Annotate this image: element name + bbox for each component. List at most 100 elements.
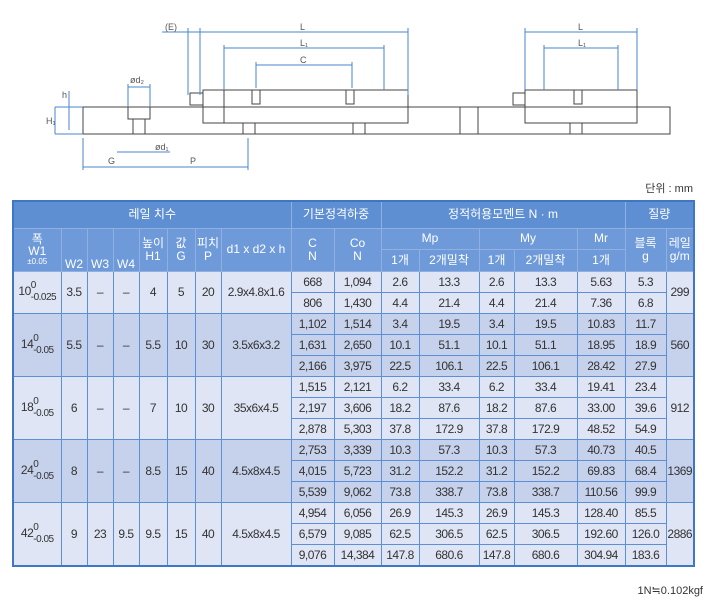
cell-mp-one: 26.9 xyxy=(380,501,420,524)
label-p: P xyxy=(190,156,196,166)
cell-w2: 5.5 xyxy=(60,312,88,377)
header-mass: 질량 xyxy=(624,200,695,229)
cell-block: 6.8 xyxy=(624,291,667,314)
cell-h1: 5.5 xyxy=(138,312,168,377)
label-c: C xyxy=(300,55,307,65)
cell-c: 1,102 xyxy=(290,312,335,335)
cell-w3: – xyxy=(86,375,114,440)
cell-my-two: 51.1 xyxy=(513,333,578,356)
cell-co: 3,606 xyxy=(333,396,382,419)
cell-h1: 7 xyxy=(138,375,168,440)
tol-upper: 0 xyxy=(33,395,39,407)
cell-rail-mass: 912 xyxy=(665,375,695,440)
cell-mp-two: 21.4 xyxy=(418,291,480,314)
cell-w2: 8 xyxy=(60,438,88,503)
cell-my-two: 680.6 xyxy=(513,543,578,566)
cell-my-two: 21.4 xyxy=(513,291,578,314)
cell-g: 15 xyxy=(166,438,196,503)
cell-w3: 23 xyxy=(86,501,114,566)
label-g: G xyxy=(108,156,115,166)
cell-w3: – xyxy=(86,438,114,503)
cell-co: 5,303 xyxy=(333,417,382,440)
tol-upper: 0 xyxy=(30,280,37,291)
cell-g: 10 xyxy=(166,375,196,440)
cell-g: 5 xyxy=(166,270,196,314)
cell-my-two: 338.7 xyxy=(513,480,578,503)
cell-my-one: 2.6 xyxy=(478,270,515,293)
cell-w4: – xyxy=(112,312,140,377)
cell-block: 39.6 xyxy=(624,396,667,419)
cell-my-two: 33.4 xyxy=(513,375,578,398)
cell-c: 2,197 xyxy=(290,396,335,419)
cell-mp-one: 31.2 xyxy=(380,459,420,482)
cell-p: 40 xyxy=(194,438,222,503)
cell-mp-one: 62.5 xyxy=(380,522,420,545)
cell-my-two: 145.3 xyxy=(513,501,578,524)
linear-guide-diagram: (E) L L₁ C ød₂ h H₁ ød₁ G P L L₁ xyxy=(46,22,671,170)
cell-mp-one: 73.8 xyxy=(380,480,420,503)
cell-p: 40 xyxy=(194,501,222,566)
tol-lower: -0.05 xyxy=(33,470,54,482)
cell-block: 11.7 xyxy=(624,312,667,335)
w1-value: 14 xyxy=(20,336,34,351)
cell-mr-one: 110.56 xyxy=(576,480,626,503)
cell-dxdxh: 3.5x6x3.2 xyxy=(220,312,292,377)
label-l1: L₁ xyxy=(300,38,308,48)
cell-mr-one: 19.41 xyxy=(576,375,626,398)
cell-co: 2,650 xyxy=(333,333,382,356)
cell-mp-two: 306.5 xyxy=(418,522,480,545)
cell-h1: 8.5 xyxy=(138,438,168,503)
cell-p: 20 xyxy=(194,270,222,314)
cell-co: 3,975 xyxy=(333,354,382,377)
cell-mp-one: 10.1 xyxy=(380,333,420,356)
cell-mr-one: 192.60 xyxy=(576,522,626,545)
cell-c: 5,539 xyxy=(290,480,335,503)
cell-co: 14,384 xyxy=(333,543,382,566)
header-rail-dim: 레일 치수 xyxy=(12,200,292,229)
cell-my-one: 26.9 xyxy=(478,501,515,524)
label-e: (E) xyxy=(165,22,177,32)
tol-upper: 0 xyxy=(33,332,39,344)
cell-mr-one: 18.95 xyxy=(576,333,626,356)
header-static-moment: 정적허용모멘트 N · m xyxy=(380,200,626,229)
header-basic-load: 기본정격하중 xyxy=(290,200,382,229)
cell-block: 54.9 xyxy=(624,417,667,440)
cell-mr-one: 48.52 xyxy=(576,417,626,440)
cell-co: 1,094 xyxy=(333,270,382,293)
cell-my-two: 87.6 xyxy=(513,396,578,419)
cell-mp-two: 172.9 xyxy=(418,417,480,440)
cell-block: 99.9 xyxy=(624,480,667,503)
cell-my-two: 152.2 xyxy=(513,459,578,482)
cell-co: 6,056 xyxy=(333,501,382,524)
cell-rail-mass: 299 xyxy=(665,270,695,314)
cell-my-one: 147.8 xyxy=(478,543,515,566)
cell-w4: – xyxy=(112,375,140,440)
cell-mp-two: 680.6 xyxy=(418,543,480,566)
unit-label: 단위 : mm xyxy=(645,183,693,195)
cell-mp-one: 6.2 xyxy=(380,375,420,398)
w1-value: 10 xyxy=(18,284,31,299)
label-l-right: L xyxy=(578,22,583,32)
cell-my-one: 62.5 xyxy=(478,522,515,545)
label-h1: H₁ xyxy=(46,116,56,126)
cell-h1: 9.5 xyxy=(138,501,168,566)
w1-value: 42 xyxy=(20,525,34,540)
cell-mp-one: 22.5 xyxy=(380,354,420,377)
cell-g: 10 xyxy=(166,312,196,377)
cell-my-one: 10.3 xyxy=(478,438,515,461)
label-l: L xyxy=(300,22,305,32)
cell-mr-one: 69.83 xyxy=(576,459,626,482)
cell-c: 4,954 xyxy=(290,501,335,524)
